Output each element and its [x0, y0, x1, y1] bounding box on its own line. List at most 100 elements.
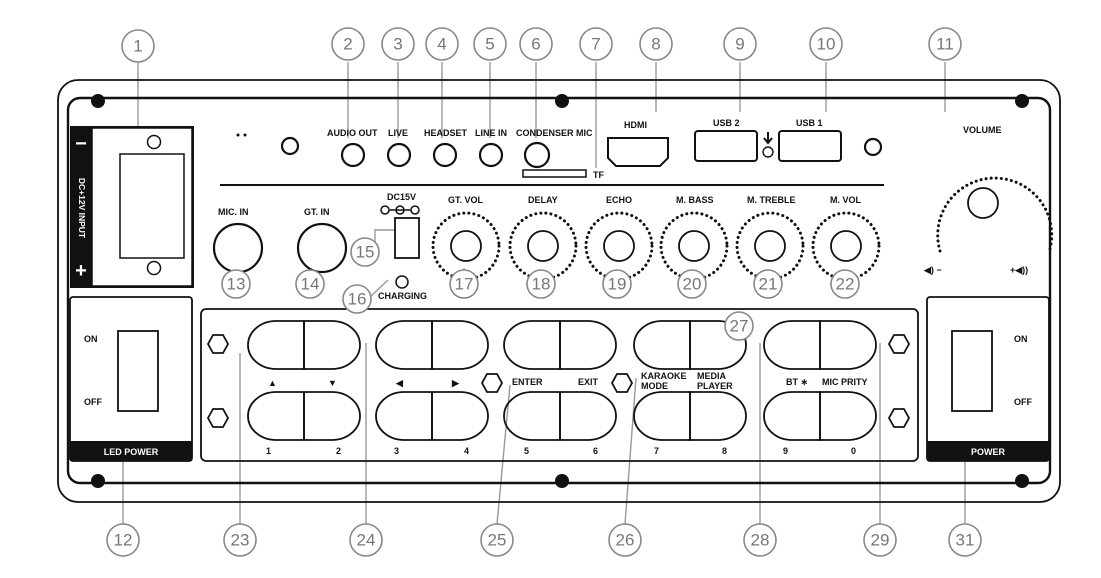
dc15v-label: DC15V [387, 192, 416, 202]
dc-input-socket: − + DC+12V INPUT [70, 126, 194, 288]
dc-input-label: DC+12V INPUT [77, 178, 87, 239]
key-8-label: 8 [722, 446, 727, 456]
key-0-button[interactable] [819, 391, 877, 441]
headset-label: HEADSET [424, 128, 468, 138]
callout-17-number: 17 [455, 275, 474, 294]
condenser-mic-jack [523, 141, 551, 169]
m-treble-knob[interactable] [754, 230, 786, 262]
mic-in-label: MIC. IN [218, 207, 249, 217]
key-2-button[interactable] [303, 391, 361, 441]
key-1-button[interactable] [247, 391, 305, 441]
audio-out-label: AUDIO OUT [327, 128, 378, 138]
led-power-rocker[interactable] [117, 330, 159, 412]
mic-priority-button[interactable] [819, 320, 877, 370]
callout-3-number: 3 [393, 35, 402, 54]
volume-max-label: +◀)) [1010, 265, 1028, 275]
callout-4: 4 [425, 27, 459, 61]
mic-in-jack [212, 222, 264, 274]
callout-13-number: 13 [227, 275, 246, 294]
echo-knob[interactable] [603, 230, 635, 262]
key-9-button[interactable] [763, 391, 821, 441]
key-8-button[interactable] [689, 391, 747, 441]
live-label: LIVE [388, 128, 408, 138]
key-1-label: 1 [266, 446, 271, 456]
gt-in-jack [296, 222, 348, 274]
callout-7-number: 7 [591, 35, 600, 54]
power-label: POWER [971, 447, 1006, 457]
callout-24: 24 [349, 523, 383, 557]
m-treble-label: M. TREBLE [747, 195, 796, 205]
callout-8: 8 [639, 27, 673, 61]
power-off-label: OFF [1014, 397, 1032, 407]
volume-label: VOLUME [963, 125, 1002, 135]
volume-dotted-arc [936, 176, 1054, 253]
audio-out-jack [340, 142, 366, 168]
karaoke-label-2: MODE [641, 381, 668, 391]
callout-2-number: 2 [343, 35, 352, 54]
exit-button[interactable] [559, 320, 617, 370]
power-rocker[interactable] [951, 330, 993, 412]
down-button[interactable] [303, 320, 361, 370]
down-label: ▼ [328, 378, 337, 388]
callout-6-number: 6 [531, 35, 540, 54]
callout-5: 5 [473, 27, 507, 61]
enter-button[interactable] [503, 320, 561, 370]
callout-5-number: 5 [485, 35, 494, 54]
media-label-2: PLAYER [697, 381, 733, 391]
button-panel [200, 308, 919, 462]
key-3-button[interactable] [375, 391, 433, 441]
callout-27-number: 27 [730, 317, 749, 336]
effect-knobs: GT. VOL DELAY ECHO M. BASS M. TREBLE M. … [431, 195, 881, 281]
callout-7: 7 [579, 27, 613, 61]
polarity-icon [380, 205, 420, 215]
callout-27: 27 [724, 311, 754, 341]
top-screw-left [280, 136, 300, 156]
m-bass-knob[interactable] [678, 230, 710, 262]
callout-28: 28 [743, 523, 777, 557]
key-6-button[interactable] [559, 391, 617, 441]
exit-label: EXIT [578, 377, 599, 387]
callout-25-number: 25 [488, 531, 507, 550]
callout-3: 3 [381, 27, 415, 61]
m-vol-knob[interactable] [830, 230, 862, 262]
karaoke-mode-button[interactable] [633, 320, 691, 370]
key-4-button[interactable] [431, 391, 489, 441]
left-button[interactable] [375, 320, 433, 370]
delay-knob[interactable] [527, 230, 559, 262]
callout-21: 21 [753, 269, 783, 299]
led-power-off-label: OFF [84, 397, 102, 407]
callout-20: 20 [677, 269, 707, 299]
left-label: ◀ [395, 378, 404, 388]
top-jacks: AUDIO OUT LIVE HEADSET LINE IN CONDENSER… [327, 118, 883, 180]
key-7-button[interactable] [633, 391, 691, 441]
button-pads [247, 320, 877, 441]
key-5-button[interactable] [503, 391, 561, 441]
callout-8-number: 8 [651, 35, 660, 54]
callout-18: 18 [526, 269, 556, 299]
usb1-label: USB 1 [796, 118, 823, 128]
m-vol-label: M. VOL [830, 195, 862, 205]
key-9-label: 9 [783, 446, 788, 456]
gt-vol-knob[interactable] [450, 230, 482, 262]
callout-19-number: 19 [608, 275, 627, 294]
hdmi-port [607, 137, 669, 167]
media-label-1: MEDIA [697, 371, 727, 381]
key-6-label: 6 [593, 446, 598, 456]
callout-10: 10 [809, 27, 843, 61]
panel-outer [57, 79, 1061, 503]
charging-label: CHARGING [378, 291, 427, 301]
up-button[interactable] [247, 320, 305, 370]
dc15v-socket [394, 217, 420, 259]
bt-button[interactable] [763, 320, 821, 370]
top-screw-right [863, 137, 883, 157]
indicator-dots [236, 133, 247, 137]
volume-knob[interactable] [967, 187, 999, 219]
callout-31: 31 [948, 523, 982, 557]
volume-knob-group: VOLUME ◀) − +◀)) [923, 125, 1054, 275]
right-button[interactable] [431, 320, 489, 370]
callout-4-number: 4 [437, 35, 446, 54]
callout-16: 16 [342, 284, 372, 314]
usb2-port [694, 130, 758, 162]
key-2-label: 2 [336, 446, 341, 456]
